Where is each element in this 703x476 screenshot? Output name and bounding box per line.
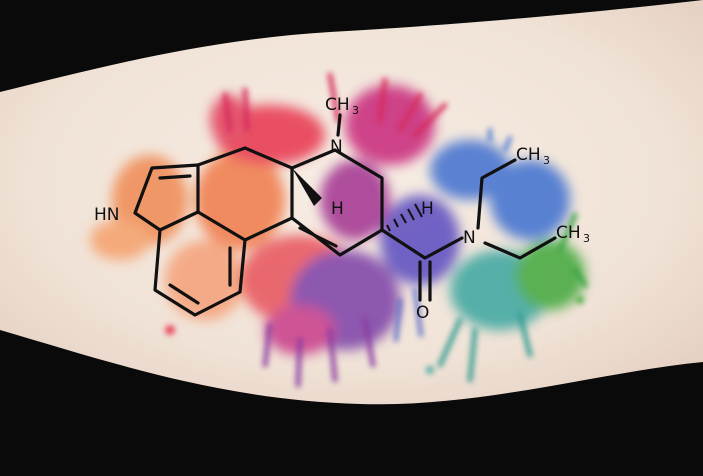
label-h-right: H	[421, 199, 434, 219]
label-ch3-upper-sub: 3	[543, 154, 550, 167]
label-nh: HN	[94, 205, 120, 225]
label-ch3-top-sub: 3	[352, 104, 359, 117]
label-n-right: N	[463, 228, 476, 248]
label-n-top: N	[330, 137, 343, 157]
label-ch3-lower-sub: 3	[583, 232, 590, 245]
label-ch3-top: CH	[325, 95, 350, 115]
label-ch3-upper: CH	[516, 145, 541, 165]
label-h-left: H	[331, 199, 344, 219]
molecule-structure	[133, 113, 557, 317]
label-o: O	[416, 303, 429, 323]
atom-labels: HN N CH 3 H H N O CH 3 CH 3	[94, 95, 590, 323]
label-ch3-lower: CH	[556, 223, 581, 243]
